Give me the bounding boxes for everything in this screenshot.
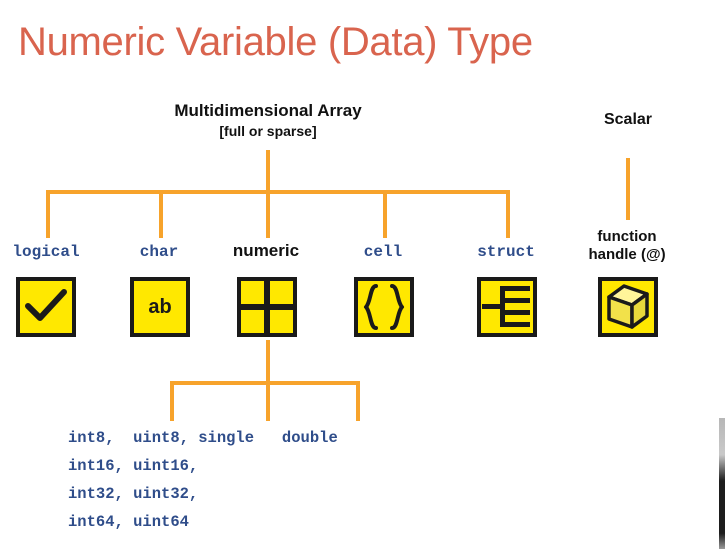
curly-braces-icon bbox=[358, 281, 410, 333]
connector-branch-cell bbox=[383, 190, 387, 238]
icon-box-struct bbox=[477, 277, 537, 337]
icon-box-cell bbox=[354, 277, 414, 337]
connector-branch-logical bbox=[46, 190, 50, 238]
numeric-types-line-2: int16, uint16, bbox=[68, 457, 199, 475]
type-label-cell: cell bbox=[363, 243, 403, 261]
connector-numeric-left bbox=[170, 381, 174, 421]
type-label-logical: logical bbox=[12, 243, 80, 261]
connector-branch-struct bbox=[506, 190, 510, 238]
struct-tree-icon bbox=[481, 281, 533, 333]
connector-numeric-stem bbox=[266, 340, 270, 385]
type-label-numeric: numeric bbox=[232, 241, 300, 260]
icon-box-function-handle bbox=[598, 277, 658, 337]
page-title: Numeric Variable (Data) Type bbox=[18, 20, 533, 64]
icon-box-numeric bbox=[237, 277, 297, 337]
icon-box-logical bbox=[16, 277, 76, 337]
connector-numeric-bar bbox=[170, 381, 360, 385]
connector-numeric-right bbox=[356, 381, 360, 421]
numeric-types-line-4: int64, uint64 bbox=[68, 513, 189, 531]
connector-branch-char bbox=[159, 190, 163, 238]
connector-branch-numeric bbox=[266, 190, 270, 238]
right-edge-strip bbox=[719, 418, 725, 549]
type-label-struct: struct bbox=[477, 243, 535, 261]
connector-root-stem bbox=[266, 150, 270, 194]
numeric-types-line-3: int32, uint32, bbox=[68, 485, 199, 503]
root-node-title: Multidimensional Array bbox=[174, 101, 362, 120]
type-label-function-handle-line1: function bbox=[597, 228, 657, 245]
connector-numeric-center bbox=[266, 381, 270, 421]
type-label-char: char bbox=[139, 243, 179, 261]
numeric-types-line-1: int8, uint8, single double bbox=[68, 429, 338, 447]
matrix-grid-icon bbox=[241, 281, 293, 333]
icon-box-char: ab bbox=[130, 277, 190, 337]
connector-branch-scalar bbox=[626, 158, 630, 220]
checkmark-icon bbox=[20, 281, 72, 333]
root-node-subtitle: [full or sparse] bbox=[219, 123, 317, 139]
scalar-node-title: Scalar bbox=[603, 111, 653, 128]
type-label-function-handle-line2: handle (@) bbox=[588, 246, 666, 263]
connector-main-bar bbox=[46, 190, 510, 194]
ab-text-icon: ab bbox=[148, 296, 172, 318]
cube-icon bbox=[602, 281, 654, 333]
